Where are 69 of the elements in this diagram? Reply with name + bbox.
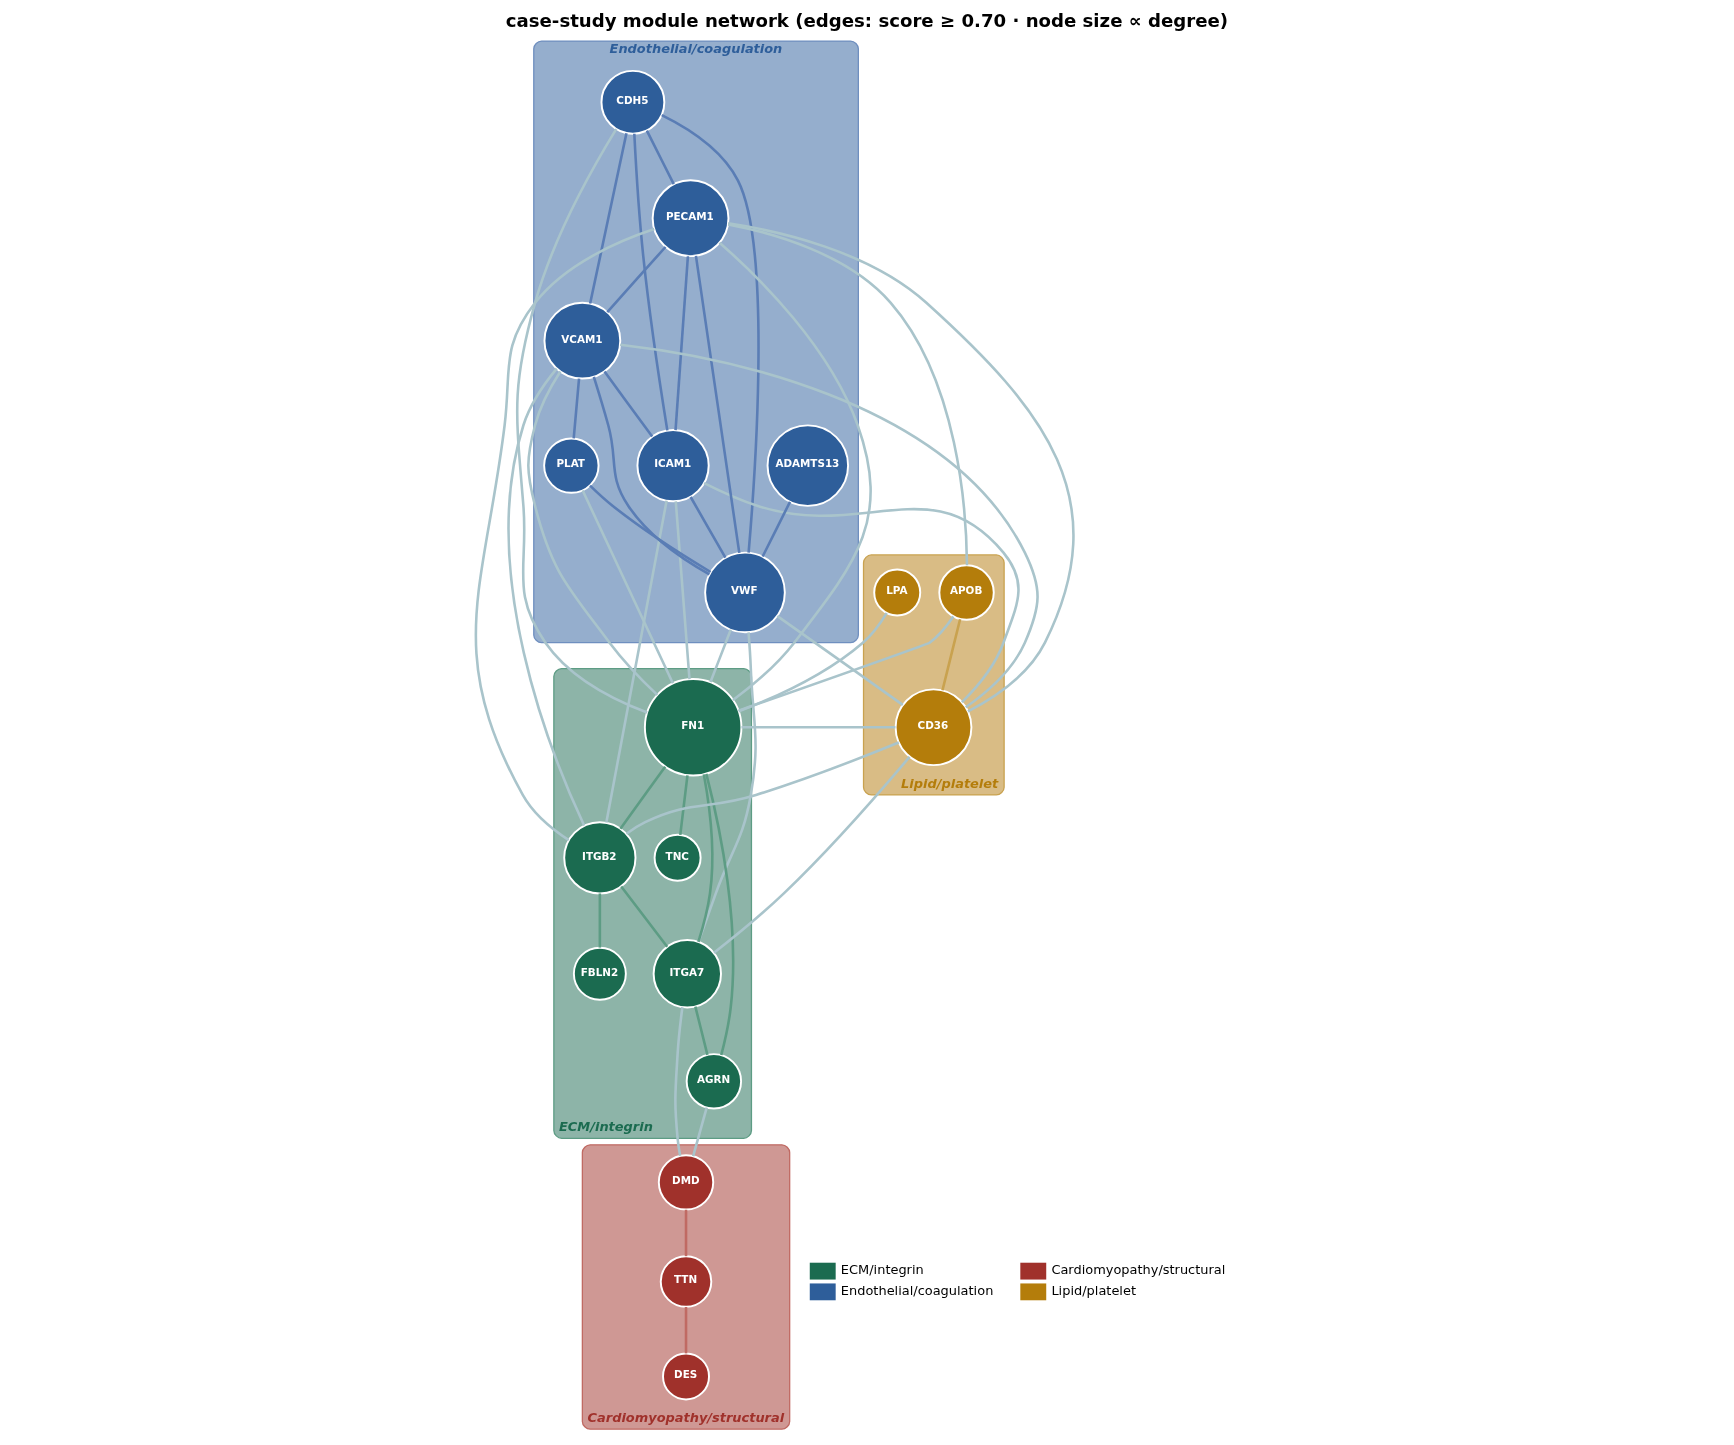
connector xyxy=(697,632,757,943)
node-circle: APOB xyxy=(938,564,995,621)
node-circle: PLAT xyxy=(543,437,600,494)
node-circle: ADAMTS13 xyxy=(766,424,850,507)
connector xyxy=(625,741,900,835)
connector xyxy=(645,130,675,185)
connector xyxy=(727,223,969,566)
node-circle: LPA xyxy=(873,568,922,617)
node-circle: PECAM1 xyxy=(651,179,730,258)
node-circle: VWF xyxy=(704,551,786,634)
connector xyxy=(620,343,1039,709)
connector xyxy=(738,615,955,712)
node-circle: AGRN xyxy=(685,1053,743,1110)
connector xyxy=(527,370,659,696)
connector xyxy=(679,775,689,836)
connector xyxy=(581,489,674,684)
connector xyxy=(776,615,904,706)
node-circle: FN1 xyxy=(643,678,743,777)
connector xyxy=(674,256,690,431)
connector xyxy=(728,222,1075,713)
node-circle: CDH5 xyxy=(600,69,666,135)
node-circle: DES xyxy=(662,1352,710,1401)
connector xyxy=(694,255,741,554)
node-circle: TNC xyxy=(653,833,702,882)
connector xyxy=(515,128,648,714)
node-circle: DMD xyxy=(657,1154,715,1211)
connector xyxy=(572,378,581,439)
connector xyxy=(589,484,712,574)
connector xyxy=(705,773,735,1056)
connector xyxy=(474,227,655,842)
legend-label: ECM/integrin xyxy=(840,1262,924,1278)
legend-label: Endothelial/coagulation xyxy=(840,1283,994,1299)
connector xyxy=(741,725,896,729)
connector xyxy=(661,113,760,553)
node-circle: ICAM1 xyxy=(636,429,710,503)
connector xyxy=(697,774,714,943)
node-circle: CD36 xyxy=(894,688,973,767)
connector xyxy=(633,133,669,431)
node-circle: TTN xyxy=(659,1255,713,1308)
connector xyxy=(598,893,602,948)
connector xyxy=(709,629,732,683)
connector xyxy=(619,765,667,830)
connector xyxy=(761,501,792,558)
node-circle: ITGB2 xyxy=(563,821,637,895)
connector xyxy=(684,1307,688,1354)
connector xyxy=(694,1006,709,1056)
connector xyxy=(674,1007,684,1156)
connector xyxy=(620,885,669,948)
connector xyxy=(605,500,668,823)
connector xyxy=(691,1107,708,1157)
connector xyxy=(689,496,727,559)
connector xyxy=(603,370,654,438)
connector xyxy=(941,618,962,691)
connector xyxy=(592,376,711,576)
connector xyxy=(718,241,872,702)
legend-label: Lipid/platelet xyxy=(1051,1283,1136,1299)
connector xyxy=(703,481,1020,704)
node-circle: VCAM1 xyxy=(543,301,622,380)
legend-label: Cardiomyopathy/structural xyxy=(1051,1262,1226,1278)
connector xyxy=(588,132,628,304)
node-circle: ITGA7 xyxy=(652,939,722,1009)
connector xyxy=(507,367,586,827)
connector xyxy=(738,612,888,713)
connector xyxy=(674,501,691,680)
connector xyxy=(606,246,667,313)
connector xyxy=(684,1209,688,1257)
diagram-title: case-study module network (edges: score ≥ 0.70 · node size ∝ degree) xyxy=(505,10,1228,32)
connector xyxy=(713,756,911,954)
node-circle: FBLN2 xyxy=(572,946,627,1001)
